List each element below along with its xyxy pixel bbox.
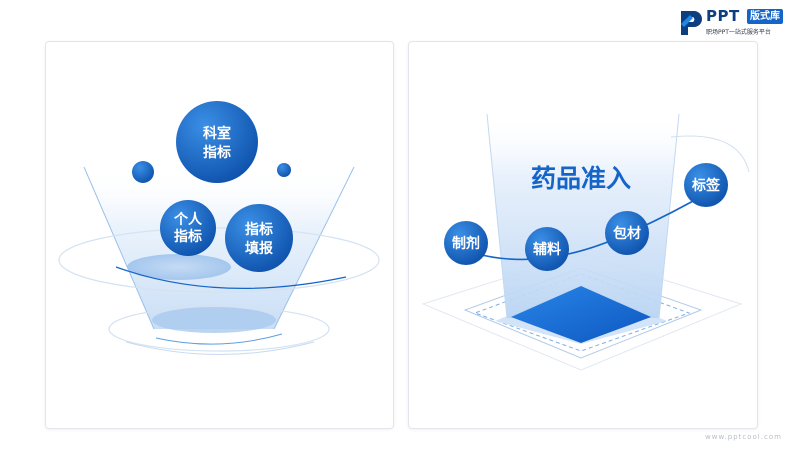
left-panel: 科室 指标 个人 指标 指标 填报 (45, 41, 394, 429)
bubble-indicator-reporting: 指标 填报 (225, 204, 293, 272)
platform-outer (421, 253, 743, 371)
bubble-personal-indicators: 个人 指标 (160, 200, 216, 256)
logo-text: PPT (706, 7, 740, 25)
brand-logo: PPT 版式库 职场PPT一站式服务平台 (678, 6, 794, 40)
platform-diamond (511, 286, 651, 343)
drug-access-graphic: 药品准入 制剂 辅料 包材 标签 (421, 113, 750, 371)
diagram-title: 药品准入 (531, 164, 631, 193)
bubble-department-indicators: 科室 指标 (176, 101, 258, 183)
logo-badge: 版式库 (747, 9, 783, 24)
small-ball (132, 161, 154, 183)
bubble-label: 填报 (245, 240, 273, 257)
ppt-logo-icon (681, 11, 702, 35)
logo-tagline: 职场PPT一站式服务平台 (706, 29, 771, 36)
bubble-label: 指标 (245, 221, 273, 238)
node-preparation: 制剂 (444, 221, 488, 265)
bubble-label: 指标 (174, 228, 202, 245)
bubble-label: 个人 (173, 211, 203, 228)
right-panel: 药品准入 制剂 辅料 包材 标签 (408, 41, 758, 429)
node-packaging: 包材 (605, 211, 649, 255)
node-label: 制剂 (452, 235, 480, 252)
node-label: 辅料 (533, 241, 561, 258)
small-ball (277, 163, 291, 177)
bubble-label: 科室 (203, 125, 231, 142)
node-excipient: 辅料 (525, 227, 569, 271)
node-label-tag: 标签 (684, 163, 728, 207)
bubble-label: 指标 (203, 144, 231, 161)
watermark: www.pptcool.com (705, 433, 782, 441)
node-label: 包材 (613, 225, 641, 242)
node-label: 标签 (691, 177, 721, 194)
funnel-graphic: 科室 指标 个人 指标 指标 填报 (58, 101, 380, 355)
